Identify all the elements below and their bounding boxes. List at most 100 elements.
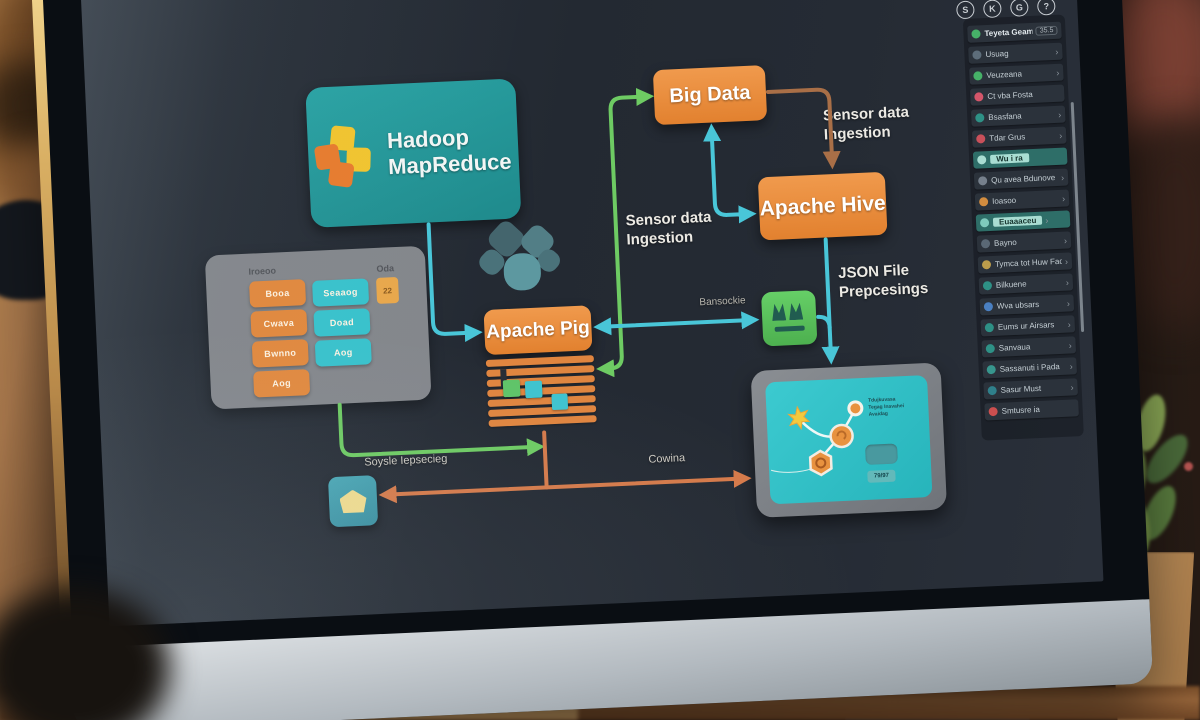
sidebar-item-icon [988,406,998,417]
sidebar-item[interactable]: Eums ur Airsars › [980,315,1076,337]
sidebar-item-label: Eums ur Airsars [997,320,1055,332]
panel-header-right: Oda [376,263,395,274]
json-preprocessing-label: JSON File Prepcesings [837,261,929,301]
chevron-right-icon: › [1070,381,1074,393]
sidebar-item-icon [986,364,996,375]
chevron-right-icon: › [1045,214,1049,226]
panel-button-teal[interactable]: Doad [313,308,371,337]
sidebar-item-icon [975,113,985,123]
chevron-right-icon: › [1063,235,1068,246]
star-node [787,405,811,431]
monitor: Hadoop MapReduce Big Data Apache Hive Ap… [29,0,1154,720]
sidebar-item-badge: 35.5 [1035,25,1058,36]
panel-button-teal[interactable]: Seaaog [312,278,370,307]
sidebar-item[interactable]: Tdar Grus› [971,126,1067,148]
home-icon[interactable] [327,475,379,528]
json-file-icon[interactable] [761,290,818,347]
sensor-ingestion-label-right: Sensor data Ingestion [822,103,910,144]
sidebar-item-label: Bayno [993,237,1017,248]
sidebar-item-label: Wva ubsars [996,299,1040,311]
chevron-right-icon: › [1058,109,1062,120]
sidebar-item[interactable]: Euaaaceu› [975,210,1071,232]
sidebar-item-label: Ct vba Fosta [987,89,1033,102]
quick-circle-button[interactable]: S [956,0,975,20]
cowina-label: Cowina [648,452,686,466]
soyle-label: Soysle Iepsecieg [364,452,448,469]
sidebar-item-icon [981,260,992,270]
apache-pig-node[interactable]: Apache Pig [483,305,593,356]
chevron-right-icon: › [1069,360,1073,372]
panel-button-orange[interactable]: Booa [248,279,307,308]
sidebar-item-label: Sanvaua [998,342,1031,353]
sidebar-item[interactable]: Wu i ra [972,147,1068,169]
sidebar-item[interactable]: Bilkuene› [978,273,1074,295]
sidebar-item[interactable]: Sasur Must › [983,378,1078,400]
sidebar-item-icon [979,218,990,228]
sidebar-item-icon [972,50,982,60]
sidebar-item[interactable]: Qu avea Bdunove › [973,168,1069,190]
tablet-button[interactable] [865,443,898,465]
sidebar-item-icon [987,385,997,396]
sidebar-item-label: Euaaaceu [992,215,1043,227]
sidebar-item[interactable]: Smtusre ia [984,399,1079,421]
sidebar-item-label: Bilkuene [995,279,1027,290]
sidebar-item[interactable]: Sassanuti i Pada › [982,357,1078,379]
sidebar-item-label: Qu avea Bdunove [990,173,1056,185]
teal-cell [524,380,543,399]
sidebar-item-icon [976,134,986,144]
tablet-chip: 79/97 [867,469,896,483]
sidebar-item-label: Bsasfana [988,111,1022,122]
chevron-right-icon: › [1067,318,1071,330]
sidebar-item-icon [980,239,991,249]
hexagon-node [808,449,833,477]
sidebar-item-label: Tymca tot Huw Fadevew [994,256,1063,269]
sidebar-item[interactable]: Ioasoo › [974,189,1070,211]
sidebar-item[interactable]: Sanvaua› [981,336,1077,358]
sidebar-item[interactable]: Bsasfana › [970,105,1066,127]
sidebar-item[interactable]: Ct vba Fosta [969,84,1065,106]
sidebar-item-label: Sassanuti i Pada [999,362,1060,374]
sidebar-item-label: Ioasoo [991,195,1017,206]
sidebar-item-icon [978,197,989,207]
chevron-right-icon: › [1060,172,1065,183]
sidebar-item-icon [984,322,995,333]
tablet-mini-diagram [770,400,864,477]
sidebar-item[interactable]: Wva ubsars› [979,294,1075,316]
hadoop-mapreduce-node[interactable]: Hadoop MapReduce [305,78,522,228]
panel-icon-button[interactable]: 22 [375,276,400,304]
sidebar-item[interactable]: Bayno › [976,231,1072,253]
sidebar-item-icon [977,155,987,165]
chevron-right-icon: › [1061,193,1066,204]
monitor-edge-highlight [29,0,74,677]
hadoop-node-label: Hadoop MapReduce [386,124,513,180]
sidebar-item-icon [982,281,993,291]
panel-button-teal[interactable]: Aog [314,338,372,367]
sidebar-item[interactable]: Tymca tot Huw Fadevew› [977,252,1073,274]
quick-circle-button[interactable]: K [982,0,1002,19]
sidebar-item-label: Usuag [985,49,1009,60]
sidebar-item[interactable]: Usuag› [968,42,1063,64]
quick-circle-button[interactable]: G [1009,0,1029,17]
panel-button-orange[interactable]: Bwnno [251,339,309,368]
sidebar-item[interactable]: Veuzeana› [969,63,1064,85]
bansockie-label: Bansockie [699,295,746,309]
data-table-stack[interactable] [485,355,597,430]
sidebar-item-icon [977,176,988,186]
panel-button-orange[interactable]: Cwava [250,309,308,338]
sidebar-item-icon [974,92,984,102]
cluster-icon[interactable] [475,217,572,301]
sidebar-item-label: Sasur Must [1000,383,1042,395]
big-data-node[interactable]: Big Data [652,65,768,126]
green-cell [502,379,521,398]
sidebar-item-icon [973,71,983,81]
quick-circle-button[interactable]: ? [1036,0,1056,16]
sidebar-item-label: Veuzeana [986,69,1023,81]
panel-button-orange[interactable]: Aog [253,369,311,398]
apache-hive-node[interactable]: Apache Hive [757,171,888,241]
